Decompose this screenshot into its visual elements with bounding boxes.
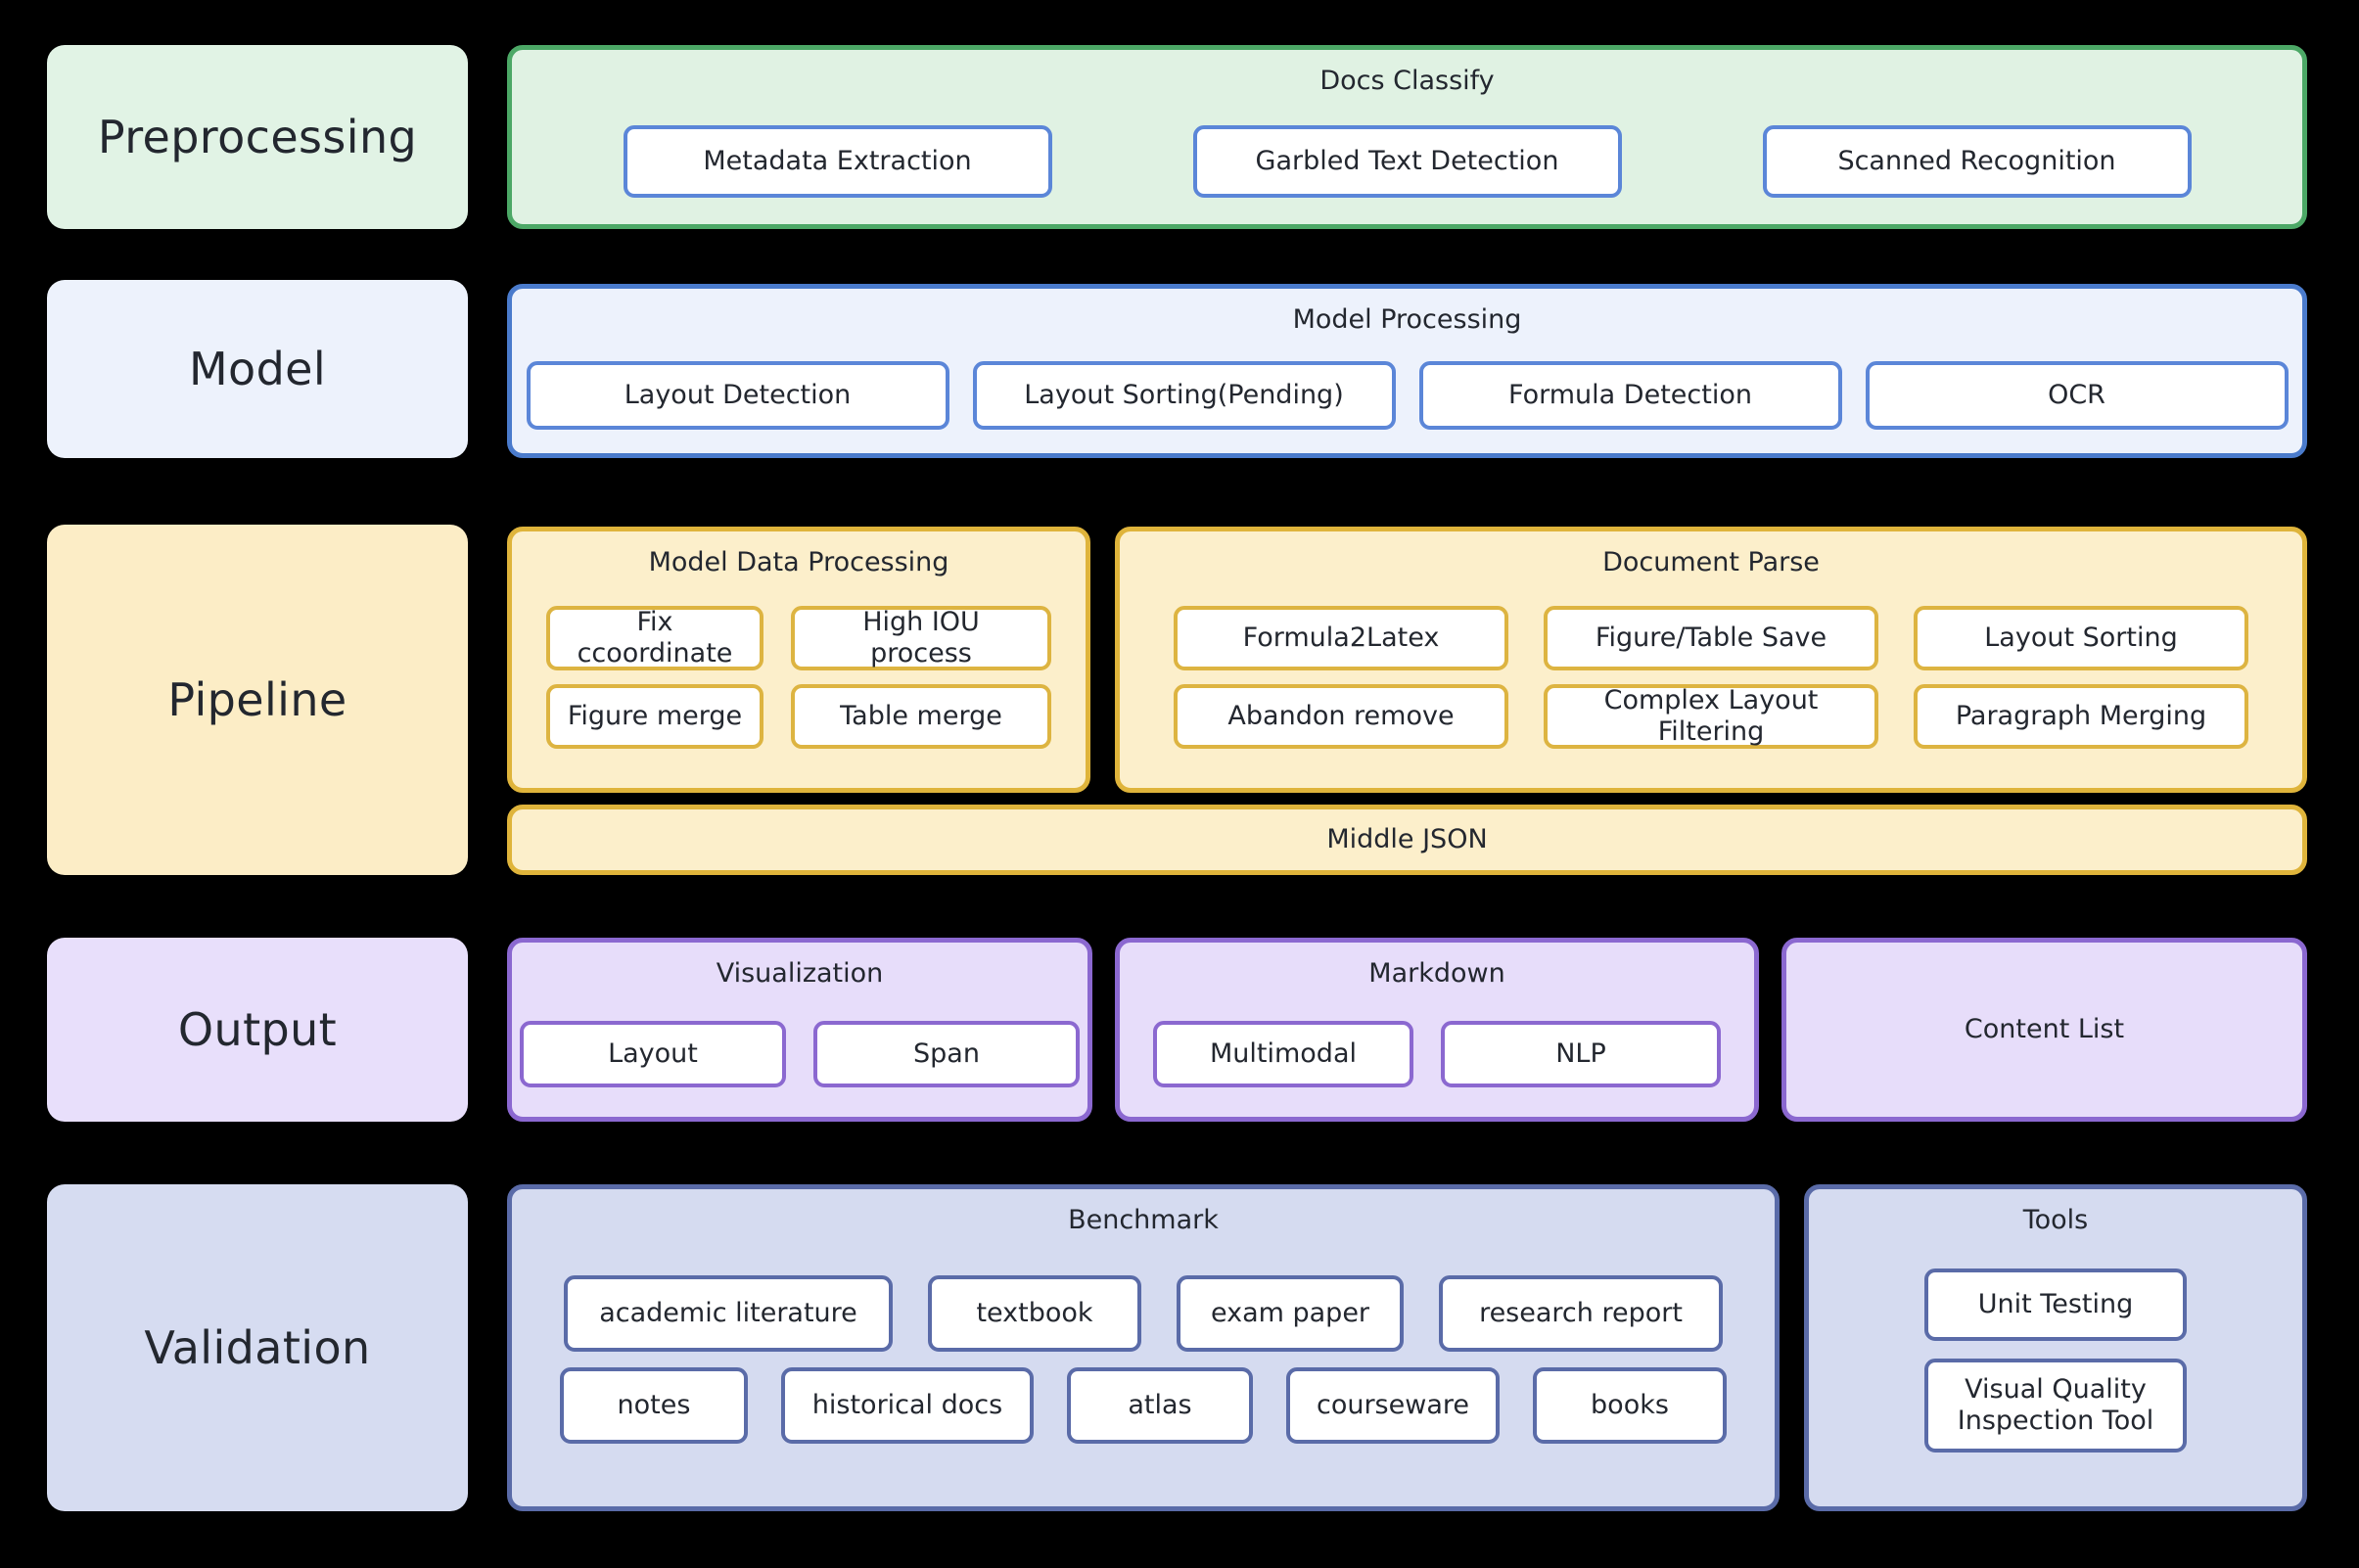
node-books[interactable]: books: [1533, 1367, 1727, 1445]
group-title-content-list: Content List: [1964, 1014, 2125, 1045]
node-courseware[interactable]: courseware: [1286, 1367, 1500, 1445]
node-figure-table-save[interactable]: Figure/Table Save: [1544, 606, 1878, 671]
node-table-merge[interactable]: Table merge: [791, 684, 1051, 750]
node-ocr[interactable]: OCR: [1865, 361, 2289, 431]
stage-label-preprocessing: Preprocessing: [47, 45, 468, 229]
stage-label-text: Model: [188, 343, 327, 395]
stage-label-text: Pipeline: [167, 673, 347, 726]
node-textbook[interactable]: textbook: [928, 1275, 1141, 1353]
node-notes[interactable]: notes: [560, 1367, 748, 1445]
stage-label-text: Validation: [144, 1321, 371, 1374]
group-title-model-data-processing: Model Data Processing: [648, 547, 949, 577]
node-span[interactable]: Span: [813, 1021, 1080, 1088]
stage-label-text: Preprocessing: [97, 111, 418, 163]
group-title-tools: Tools: [2022, 1205, 2089, 1235]
node-unit-testing[interactable]: Unit Testing: [1924, 1268, 2187, 1342]
group-title-docs-classify: Docs Classify: [1319, 66, 1495, 96]
node-visual-quality-inspection-tool[interactable]: Visual Quality Inspection Tool: [1924, 1359, 2187, 1453]
node-layout-sorting-pending[interactable]: Layout Sorting(Pending): [972, 361, 1396, 431]
group-visualization: Visualization Layout Span: [507, 938, 1092, 1122]
node-research-report[interactable]: research report: [1439, 1275, 1723, 1353]
node-layout[interactable]: Layout: [520, 1021, 786, 1088]
node-formula-detection[interactable]: Formula Detection: [1418, 361, 1842, 431]
group-middle-json: Middle JSON: [507, 805, 2307, 875]
group-model-processing: Model Processing Layout Detection Layout…: [507, 284, 2307, 458]
group-tools: Tools Unit Testing Visual Quality Inspec…: [1804, 1184, 2307, 1511]
group-title-model-processing: Model Processing: [1292, 304, 1522, 335]
node-figure-merge[interactable]: Figure merge: [546, 684, 763, 750]
node-high-iou-process[interactable]: High IOU process: [791, 606, 1051, 671]
stage-label-model: Model: [47, 280, 468, 458]
node-layout-sorting[interactable]: Layout Sorting: [1914, 606, 2248, 671]
node-paragraph-merging[interactable]: Paragraph Merging: [1914, 684, 2248, 750]
node-layout-detection[interactable]: Layout Detection: [526, 361, 949, 431]
group-title-document-parse: Document Parse: [1602, 547, 1820, 577]
node-nlp[interactable]: NLP: [1441, 1021, 1721, 1088]
stage-label-text: Output: [177, 1003, 338, 1056]
node-garbled-text-detection[interactable]: Garbled Text Detection: [1192, 125, 1622, 199]
stage-label-output: Output: [47, 938, 468, 1122]
node-abandon-remove[interactable]: Abandon remove: [1174, 684, 1508, 750]
node-multimodal[interactable]: Multimodal: [1153, 1021, 1413, 1088]
node-exam-paper[interactable]: exam paper: [1177, 1275, 1404, 1353]
stage-label-pipeline: Pipeline: [47, 525, 468, 875]
node-academic-literature[interactable]: academic literature: [564, 1275, 893, 1353]
node-atlas[interactable]: atlas: [1067, 1367, 1253, 1445]
group-title-visualization: Visualization: [716, 958, 884, 989]
node-historical-docs[interactable]: historical docs: [781, 1367, 1034, 1445]
node-complex-layout-filtering[interactable]: Complex Layout Filtering: [1544, 684, 1878, 750]
node-scanned-recognition[interactable]: Scanned Recognition: [1762, 125, 2192, 199]
group-title-markdown: Markdown: [1368, 958, 1505, 989]
group-document-parse: Document Parse Formula2Latex Figure/Tabl…: [1115, 527, 2307, 793]
group-docs-classify: Docs Classify Metadata Extraction Garble…: [507, 45, 2307, 229]
stage-label-validation: Validation: [47, 1184, 468, 1511]
node-formula2latex[interactable]: Formula2Latex: [1174, 606, 1508, 671]
node-fix-coordinate[interactable]: Fix ccoordinate: [546, 606, 763, 671]
group-benchmark: Benchmark academic literature textbook e…: [507, 1184, 1780, 1511]
group-title-middle-json: Middle JSON: [1326, 824, 1488, 855]
group-markdown: Markdown Multimodal NLP: [1115, 938, 1759, 1122]
group-model-data-processing: Model Data Processing Fix ccoordinate Hi…: [507, 527, 1090, 793]
group-title-benchmark: Benchmark: [1068, 1205, 1219, 1235]
group-content-list: Content List: [1781, 938, 2307, 1122]
node-metadata-extraction[interactable]: Metadata Extraction: [623, 125, 1052, 199]
